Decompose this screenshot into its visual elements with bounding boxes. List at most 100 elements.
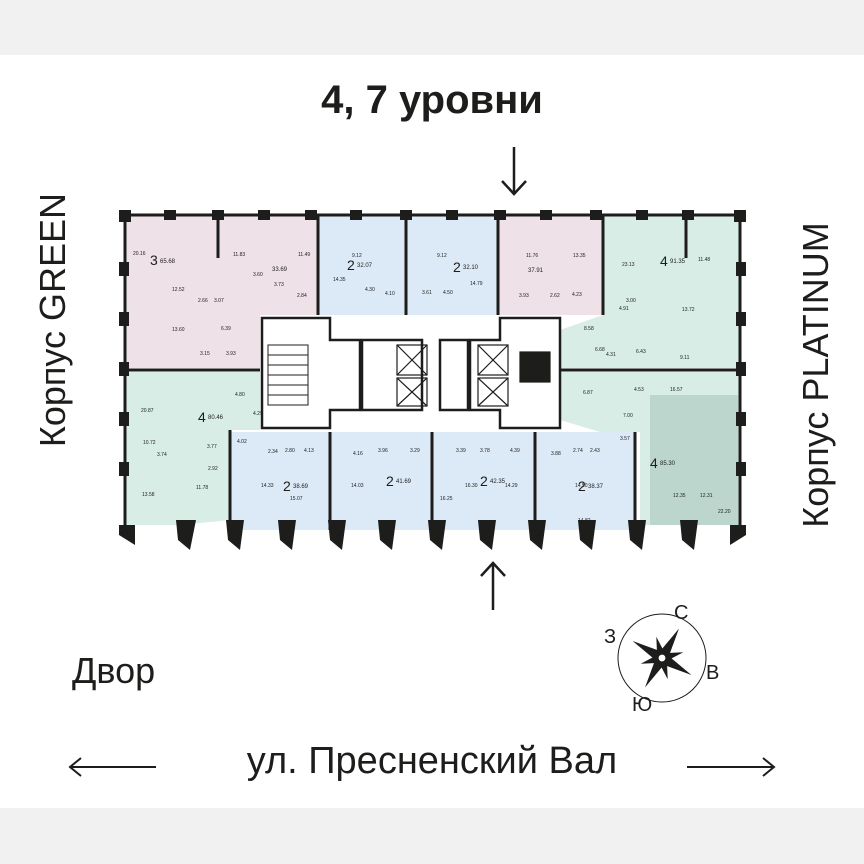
room-area-label: 3.60 xyxy=(253,272,263,278)
room-area-label: 14.03 xyxy=(351,483,364,489)
room-area-label: 3.15 xyxy=(200,351,210,357)
compass-east: В xyxy=(706,662,720,684)
room-area-label: 3.93 xyxy=(226,351,236,357)
room-area-label: 3.77 xyxy=(207,444,217,450)
room-area-label: 11.48 xyxy=(698,257,710,263)
apartment-top-pink-2 xyxy=(218,215,318,315)
arrow-left-icon xyxy=(68,757,156,777)
room-area-label: 2.74 xyxy=(573,448,583,454)
room-area-label: 3.00 xyxy=(626,298,636,304)
room-area-label: 4.30 xyxy=(365,287,375,293)
page-title: 4, 7 уровни xyxy=(321,78,543,122)
apartment-top-blue-2 xyxy=(406,215,498,315)
area-bottom-blue-2: 41.69 xyxy=(396,479,412,485)
room-area-label: 3.74 xyxy=(157,452,167,458)
room-area-label: 6.43 xyxy=(636,349,646,355)
room-area-label: 3.39 xyxy=(456,448,466,454)
room-area-label: 4.23 xyxy=(572,292,582,298)
compass-west: З xyxy=(604,626,617,648)
elevators xyxy=(396,344,551,407)
apartment-bottom-blue-2 xyxy=(330,432,432,530)
apartment-top-left xyxy=(125,215,260,368)
area-bottom-right: 85.30 xyxy=(660,461,676,467)
room-area-label: 13.60 xyxy=(172,327,185,333)
apartment-top-pink-3 xyxy=(498,215,603,315)
area-top-pink-2: 33.69 xyxy=(272,267,288,273)
apartment-bottom-right-shade xyxy=(650,395,738,525)
room-area-label: 15.07 xyxy=(290,496,303,502)
area-bottom-blue-3: 42.35 xyxy=(490,479,506,485)
apartment-bottom-blue-1 xyxy=(230,432,330,530)
apartment-top-right xyxy=(560,215,740,368)
room-area-label: 8.58 xyxy=(584,326,594,332)
arrow-down-icon xyxy=(501,147,527,196)
apartment-top-blue-1 xyxy=(318,215,406,315)
building-core xyxy=(260,316,562,430)
room-area-label: 2.92 xyxy=(208,466,218,472)
arrow-up-icon xyxy=(480,561,506,610)
room-area-label: 12.35 xyxy=(673,493,686,499)
room-area-label: 16.25 xyxy=(440,496,453,502)
room-area-label: 12.31 xyxy=(700,493,713,499)
room-area-label: 20.16 xyxy=(133,251,146,257)
rooms-top-blue-2: 2 xyxy=(453,259,461,275)
rooms-top-right: 4 xyxy=(660,253,668,269)
room-area-label: 14.33 xyxy=(261,483,274,489)
room-area-label: 3.96 xyxy=(378,448,388,454)
room-area-label: 14.50 xyxy=(575,483,588,489)
room-area-label: 20.87 xyxy=(141,408,154,414)
street-label: ул. Пресненский Вал xyxy=(246,740,618,782)
room-area-label: 13.72 xyxy=(682,307,695,313)
room-area-label: 4.10 xyxy=(385,291,395,297)
room-area-label: 13.58 xyxy=(142,492,155,498)
room-area-label: 2.66 xyxy=(198,298,208,304)
room-area-label: 16.30 xyxy=(465,483,478,489)
compass-south: Ю xyxy=(632,694,653,716)
area-bottom-blue-1: 38.69 xyxy=(293,484,309,490)
room-area-label: 4.80 xyxy=(235,392,245,398)
room-area-label: 16.57 xyxy=(670,387,683,393)
room-area-label: 4.25 xyxy=(253,411,263,417)
room-area-label: 9.12 xyxy=(437,253,447,259)
compass-rose-icon: С З В Ю xyxy=(600,602,730,722)
apartment-fills xyxy=(125,215,740,530)
courtyard-label: Двор xyxy=(72,650,156,691)
room-area-label: 11.83 xyxy=(233,252,245,258)
room-area-label: 4.53 xyxy=(634,387,644,393)
room-area-label: 4.02 xyxy=(237,439,247,445)
area-bottom-left: 80.46 xyxy=(208,415,224,421)
room-area-label: 14.79 xyxy=(470,281,483,287)
apartment-labels: 3 65.68 33.69 2 32.07 2 32.10 37.91 4 91… xyxy=(150,252,686,494)
arrow-right-icon xyxy=(687,757,776,777)
room-area-label: 3.29 xyxy=(410,448,420,454)
rooms-bottom-blue-2: 2 xyxy=(386,473,394,489)
room-area-label: 3.57 xyxy=(620,436,630,442)
room-area-label: 11.78 xyxy=(196,485,208,491)
room-area-label: 4.31 xyxy=(606,352,616,358)
rooms-bottom-blue-4: 2 xyxy=(578,478,586,494)
room-area-label: 14.82 xyxy=(578,518,591,524)
room-area-label: 3.61 xyxy=(422,290,432,296)
room-area-label: 6.87 xyxy=(583,390,593,396)
apartment-bottom-left xyxy=(125,372,260,525)
room-area-label: 4.50 xyxy=(443,290,453,296)
area-bottom-blue-4: 38.37 xyxy=(588,484,604,490)
room-area-label: 13.35 xyxy=(573,253,586,259)
wall-posts xyxy=(119,210,746,550)
rooms-top-left: 3 xyxy=(150,252,158,268)
room-area-label: 22.20 xyxy=(718,509,731,515)
room-area-label: 2.80 xyxy=(285,448,295,454)
room-area-label: 14.29 xyxy=(505,483,518,489)
rooms-bottom-blue-1: 2 xyxy=(283,478,291,494)
room-area-label: 3.88 xyxy=(551,451,561,457)
room-area-label: 3.07 xyxy=(214,298,224,304)
room-area-label: 14.35 xyxy=(333,277,346,283)
room-area-label: 9.11 xyxy=(680,355,690,361)
room-area-label: 10.72 xyxy=(143,440,156,446)
area-top-blue-2: 32.10 xyxy=(463,265,479,271)
room-area-label: 6.68 xyxy=(595,347,605,353)
area-top-blue-1: 32.07 xyxy=(357,263,373,269)
area-top-right: 91.35 xyxy=(670,259,686,265)
